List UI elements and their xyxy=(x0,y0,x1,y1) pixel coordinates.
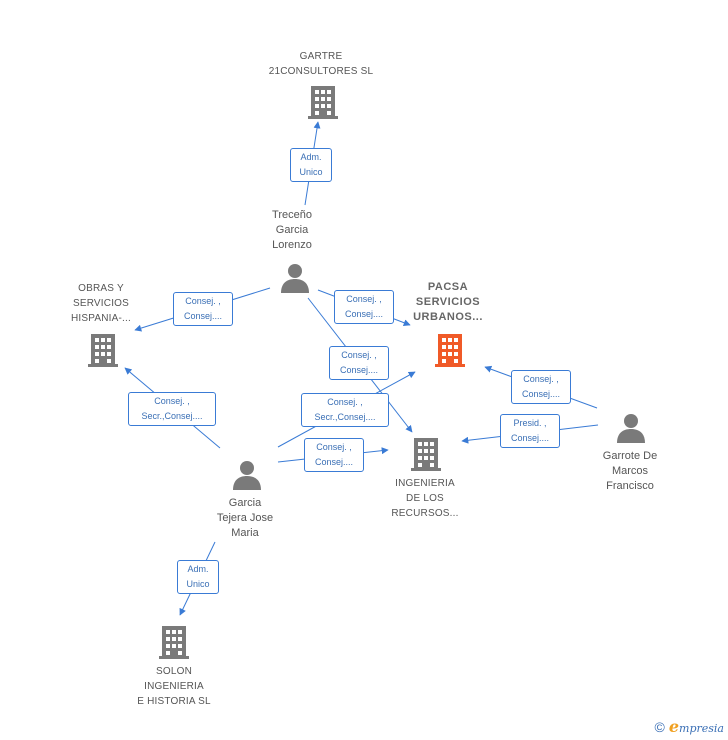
node-label-gartre: GARTRE 21CONSULTORES SL xyxy=(268,51,374,77)
role-box-garcia-solon[interactable]: Adm. Unico xyxy=(177,560,219,594)
copyright-icon: © xyxy=(654,718,665,735)
node-label-obras: OBRAS Y SERVICIOS HISPANIA-... xyxy=(70,283,131,324)
node-label-ingenieria: INGENIERIA DE LOS RECURSOS... xyxy=(391,478,459,519)
node-label-garcia: Garcia Tejera Jose Maria xyxy=(216,497,274,539)
person-icon[interactable] xyxy=(615,412,647,444)
role-box-garrote-pacsa[interactable]: Consej. , Consej.... xyxy=(511,370,571,404)
node-label-treceno: Treceño Garcia Lorenzo xyxy=(272,209,312,251)
node-label-pacsa: PACSA SERVICIOS URBANOS... xyxy=(413,281,483,323)
role-box-treceno-obras[interactable]: Consej. , Consej.... xyxy=(173,292,233,326)
role-box-treceno-gartre[interactable]: Adm. Unico xyxy=(290,148,332,182)
brand-initial: e xyxy=(668,717,680,736)
brand-footer: © empresia xyxy=(655,717,724,736)
building-icon[interactable] xyxy=(307,84,339,120)
person-icon[interactable] xyxy=(279,262,311,294)
building-icon[interactable] xyxy=(434,332,466,368)
person-icon[interactable] xyxy=(231,459,263,491)
role-box-garcia-pacsa[interactable]: Consej. , Secr.,Consej.... xyxy=(301,393,389,427)
role-box-garcia-obras[interactable]: Consej. , Secr.,Consej.... xyxy=(128,392,216,426)
role-box-garcia-ingenieria[interactable]: Consej. , Consej.... xyxy=(304,438,364,472)
node-label-solon: SOLON INGENIERIA E HISTORIA SL xyxy=(137,666,211,707)
building-icon[interactable] xyxy=(158,624,190,660)
brand-logo[interactable]: empresia xyxy=(669,717,724,736)
role-box-treceno-pacsa[interactable]: Consej. , Consej.... xyxy=(334,290,394,324)
building-icon[interactable] xyxy=(410,436,442,472)
role-box-garrote-ingenieria[interactable]: Presid. , Consej.... xyxy=(500,414,560,448)
node-label-garrote: Garrote De Marcos Francisco xyxy=(602,450,658,492)
building-icon[interactable] xyxy=(87,332,119,368)
role-box-treceno-ingenieria[interactable]: Consej. , Consej.... xyxy=(329,346,389,380)
brand-name: mpresia xyxy=(679,722,724,735)
